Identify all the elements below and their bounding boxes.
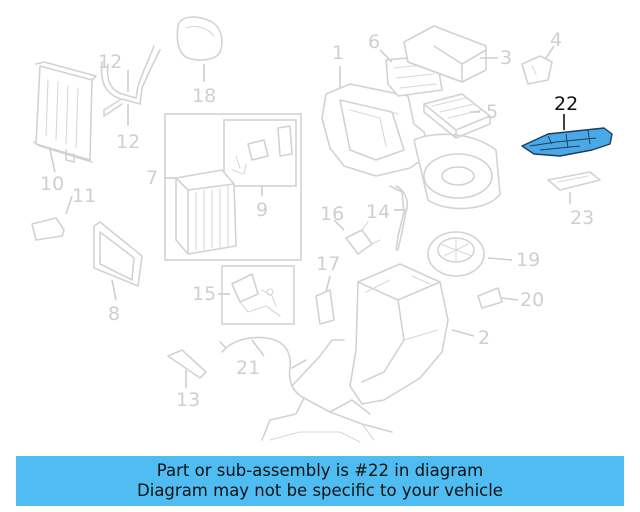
leader-lines xyxy=(49,45,571,388)
part-12-heater-pipes xyxy=(100,45,161,117)
callout-12-bottom: 12 xyxy=(116,131,140,153)
part-8-frame xyxy=(93,221,143,287)
callout-9: 9 xyxy=(256,199,268,221)
part-18-cover xyxy=(176,16,223,61)
callout-19: 19 xyxy=(516,249,540,271)
part-11-bracket xyxy=(31,217,65,241)
part-5-filter xyxy=(423,93,491,139)
callout-22: 22 xyxy=(554,93,578,115)
callout-21: 21 xyxy=(236,357,260,379)
banner-line-2: Diagram may not be specific to your vehi… xyxy=(137,481,503,500)
callout-2: 2 xyxy=(478,327,490,349)
part-21-harness xyxy=(219,336,393,443)
part-4-bracket xyxy=(521,55,553,85)
info-banner: Part or sub-assembly is #22 in diagram D… xyxy=(16,456,624,506)
part-2-lower-case xyxy=(349,263,449,405)
callout-14: 14 xyxy=(366,201,390,223)
callout-labels: 1 2 3 4 5 6 7 8 9 10 11 12 12 13 14 15 1… xyxy=(40,29,594,411)
part-15-group-box xyxy=(221,265,295,325)
callout-23: 23 xyxy=(570,207,594,229)
part-20-sensor xyxy=(477,287,503,309)
callout-17: 17 xyxy=(316,253,340,275)
part-7-evaporator xyxy=(175,169,237,255)
part-22-highlighted-duct xyxy=(521,127,613,157)
callout-3: 3 xyxy=(500,47,512,69)
parts-diagram: 1 2 3 4 5 6 7 8 9 10 11 12 12 13 14 15 1… xyxy=(31,16,613,443)
callout-13: 13 xyxy=(176,389,200,411)
callout-6: 6 xyxy=(368,31,380,53)
callout-10: 10 xyxy=(40,173,64,195)
part-15-actuator xyxy=(231,273,281,317)
part-9-group-box xyxy=(223,119,297,187)
callout-18: 18 xyxy=(192,85,216,107)
callout-11: 11 xyxy=(72,185,96,207)
callout-12-top: 12 xyxy=(98,51,122,73)
part-16-actuator xyxy=(345,221,381,255)
callout-8: 8 xyxy=(108,303,120,325)
part-10-heater-core xyxy=(33,61,97,163)
part-23-trim xyxy=(547,171,601,191)
callout-1: 1 xyxy=(332,42,344,64)
part-3-cover xyxy=(403,25,487,83)
callout-20: 20 xyxy=(520,289,544,311)
part-14-tube xyxy=(395,185,409,251)
callout-16: 16 xyxy=(320,203,344,225)
callout-15: 15 xyxy=(192,283,216,305)
part-13-clip xyxy=(167,349,207,379)
callout-5: 5 xyxy=(486,101,498,123)
callout-4: 4 xyxy=(550,29,562,51)
part-9-sensor xyxy=(231,125,293,175)
banner-line-1: Part or sub-assembly is #22 in diagram xyxy=(156,461,484,480)
callout-7: 7 xyxy=(146,167,158,189)
part-17-module xyxy=(315,289,335,325)
part-7-group-box xyxy=(164,113,302,261)
part-19-blower-motor xyxy=(427,231,485,277)
